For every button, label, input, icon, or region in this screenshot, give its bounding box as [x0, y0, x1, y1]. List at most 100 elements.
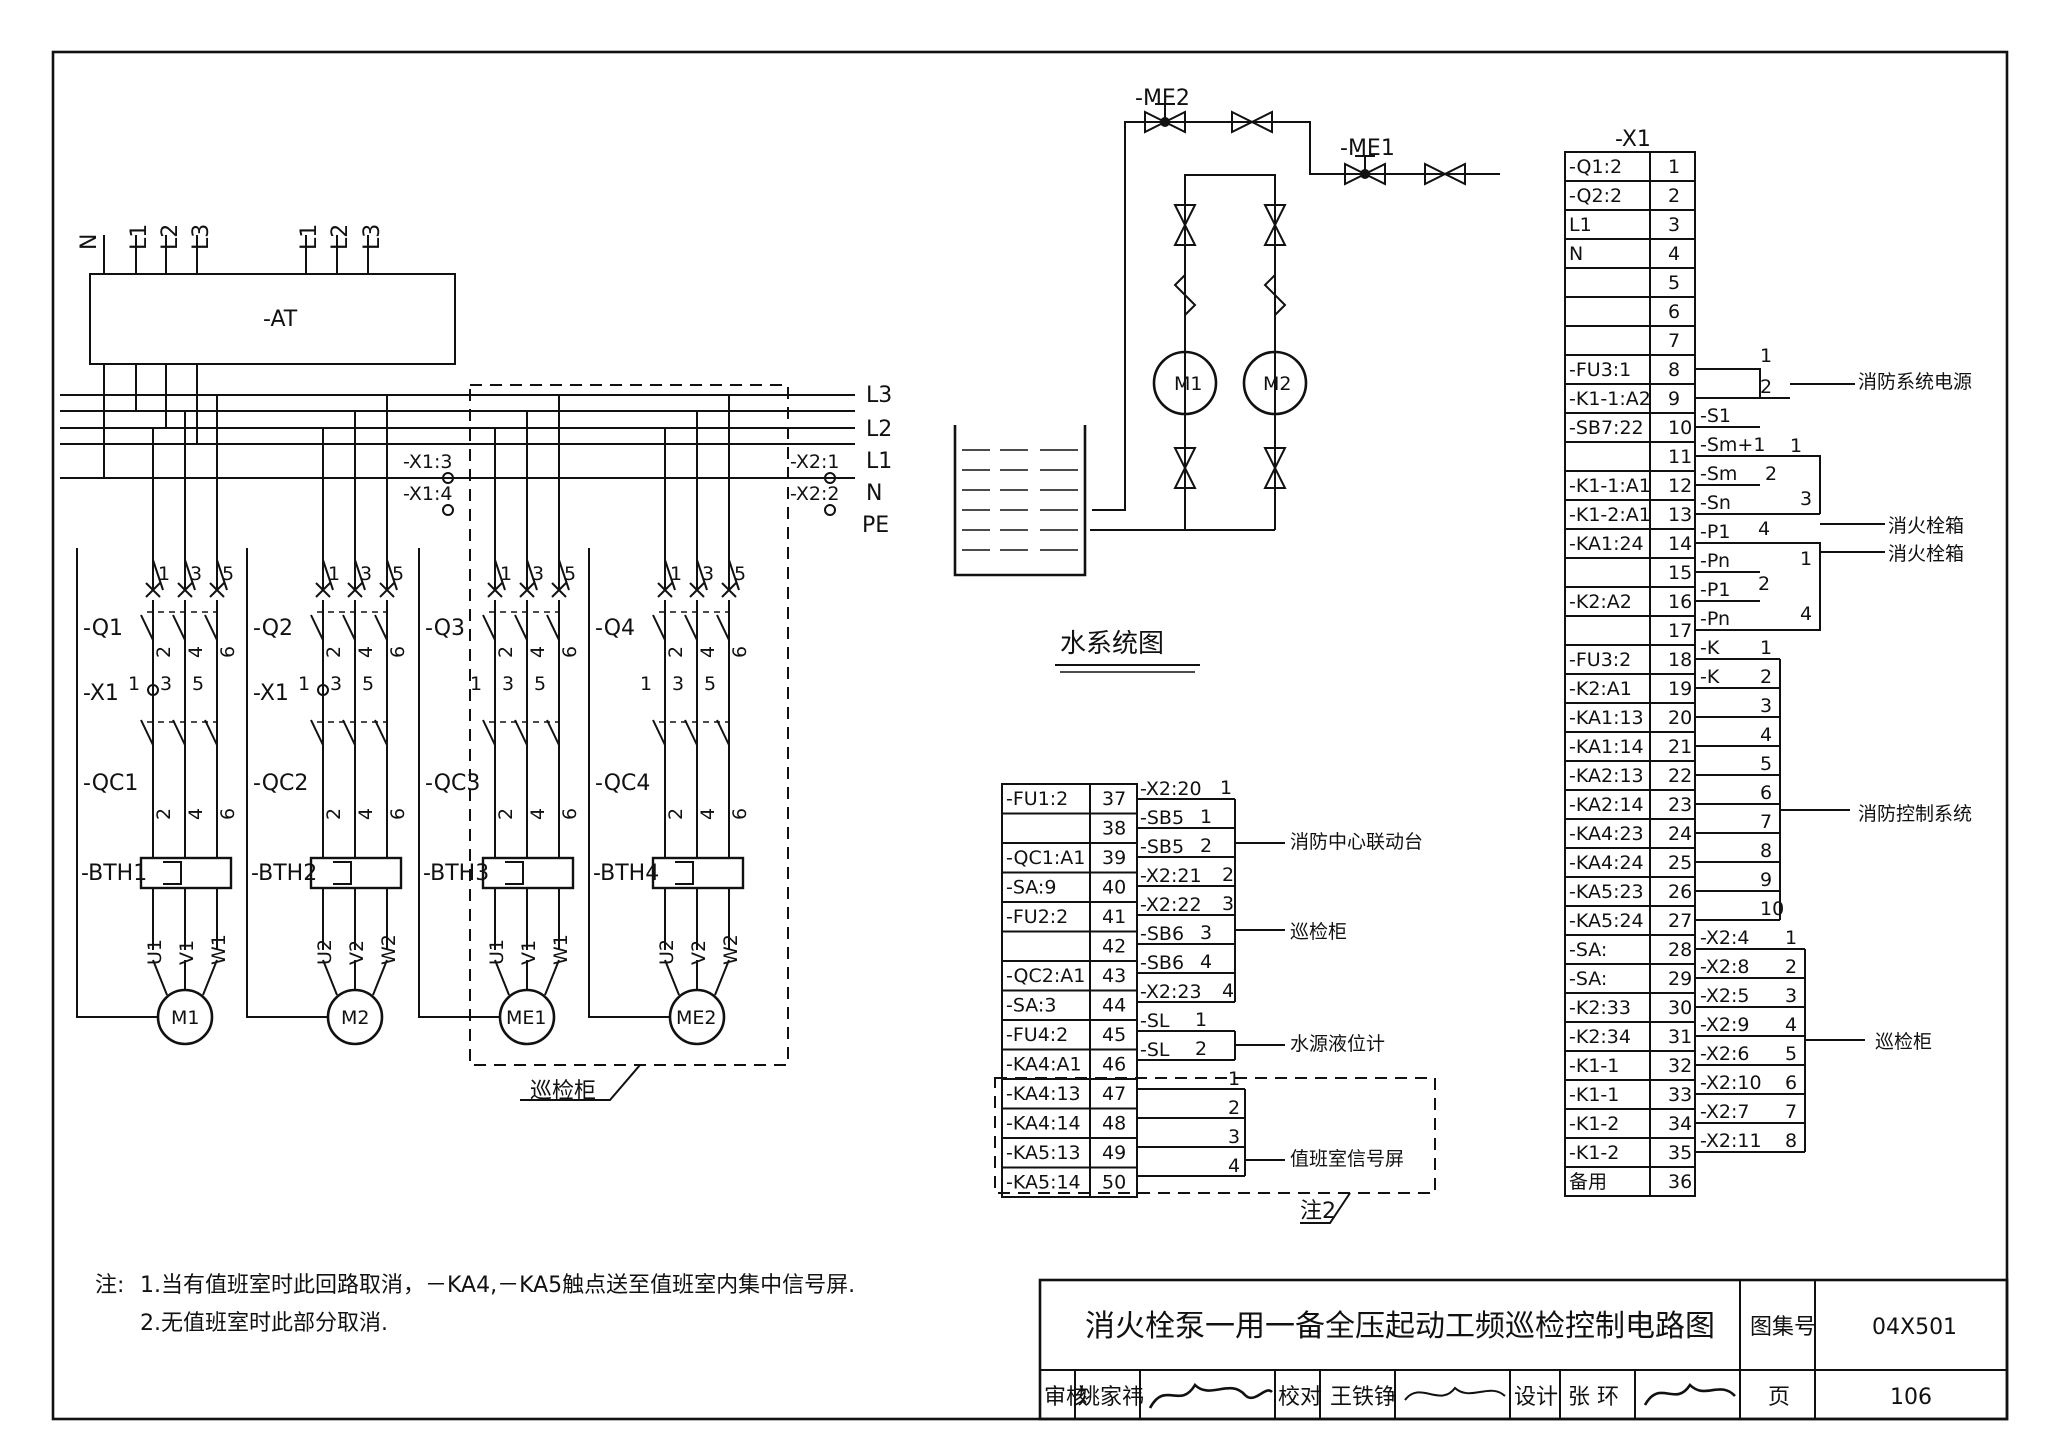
x2-row-label: -QC2:A1: [1006, 965, 1085, 987]
pin-bottom-contactor: 4: [697, 808, 719, 820]
x1-row-num: 34: [1668, 1113, 1692, 1135]
valve-symbol: [1263, 447, 1287, 489]
valve-body: [1263, 447, 1287, 489]
pin-top-contactor: 5: [192, 673, 204, 695]
x1-row-num: 26: [1668, 881, 1692, 903]
breaker-contact: [177, 559, 196, 598]
pin-top-contactor: 5: [362, 673, 374, 695]
x2-row-label: -QC1:A1: [1006, 847, 1085, 869]
pin-bottom-contactor: 2: [665, 808, 687, 820]
dest-fire-control: 消防控制系统: [1858, 803, 1972, 825]
link-num: 2: [1785, 956, 1797, 978]
x2-link-num: 2: [1222, 864, 1234, 886]
x2-link-label: -SB6: [1140, 923, 1184, 945]
contactor-pole: [716, 640, 730, 746]
pe-wire: [588, 548, 670, 1018]
x1-row-label: -K2:33: [1569, 997, 1631, 1019]
terminal-label: -X1: [83, 681, 119, 706]
link-num: 4: [1785, 1014, 1797, 1036]
x2-row: 38: [1001, 812, 1138, 844]
link-num: 8: [1760, 840, 1772, 862]
x1-row-num: 1: [1668, 156, 1680, 178]
x2-link-label: -SB5: [1140, 836, 1184, 858]
note-line-1: 1.当有值班室时此回路取消，－KA4,－KA5触点送至值班室内集中信号屏.: [140, 1273, 855, 1298]
pin-bottom-contactor: 4: [355, 808, 377, 820]
pump-m2-label: M2: [1263, 373, 1291, 395]
breaker-contact: [657, 559, 676, 598]
x1-row-num: 23: [1668, 794, 1692, 816]
thermal-relay-element: [163, 861, 182, 885]
breaker-pole: [514, 600, 528, 641]
link-num: 7: [1785, 1101, 1797, 1123]
x2-row: 42: [1001, 930, 1138, 962]
pin-top-contactor: 5: [534, 673, 546, 695]
pin-top: 5: [734, 563, 746, 585]
x2-brackets: [1234, 799, 1285, 1060]
breaker-label: -Q3: [425, 616, 465, 641]
x1-row-num: 21: [1668, 736, 1692, 758]
dest-patrol-x1: 巡检柜: [1875, 1031, 1932, 1053]
motor-leads: [152, 959, 218, 996]
x1-row-num: 33: [1668, 1084, 1692, 1106]
pump-m1: [1152, 350, 1218, 416]
pin-top-contactor: 3: [672, 673, 684, 695]
hydrant-link-label: -Pn: [1700, 550, 1730, 572]
breaker-label: -Q1: [83, 616, 123, 641]
pin-bottom-contactor: 6: [217, 808, 239, 820]
patrol-link-label: -X2:11: [1700, 1130, 1762, 1152]
pin-bottom: 2: [495, 646, 517, 658]
x1-row: 11: [1564, 441, 1696, 472]
phase-label: U2: [314, 939, 336, 965]
x1-row-label: -K1-1:A2: [1569, 388, 1651, 410]
breaker-contact: [209, 559, 228, 598]
pin-bottom: 4: [355, 646, 377, 658]
link-num: 2: [1760, 376, 1772, 398]
pin-top-contactor: 3: [502, 673, 514, 695]
link-num: 2: [1760, 666, 1772, 688]
supply-label-l3: L3: [189, 224, 214, 250]
pin-bottom-contactor: 6: [387, 808, 409, 820]
x2-link-num: 2: [1195, 1038, 1207, 1060]
link-num: 7: [1760, 811, 1772, 833]
x2-row-label: -FU1:2: [1006, 788, 1068, 810]
phase-label: V1: [518, 940, 540, 965]
checker-name: 王铁铮: [1330, 1385, 1396, 1410]
dest-fire-power: 消防系统电源: [1858, 371, 1972, 393]
x1-row-label: -KA2:14: [1569, 794, 1644, 816]
pin-bottom: 2: [665, 646, 687, 658]
x1-row-label: -Q2:2: [1569, 185, 1622, 207]
phase-label: W1: [208, 934, 230, 965]
checker-signature: [1404, 1386, 1506, 1401]
x1-row: 6: [1564, 296, 1696, 327]
x1-row-num: 10: [1668, 417, 1692, 439]
pin-top-contactor: 1: [470, 673, 482, 695]
at-switch-box: [89, 273, 456, 365]
x2-row-num: 44: [1102, 995, 1126, 1017]
breaker-label: -Q4: [595, 616, 635, 641]
x2-row-num: 38: [1102, 818, 1126, 840]
water-system-title: 水系统图: [1060, 629, 1164, 659]
patrol-bracket: [1804, 949, 1865, 1152]
valve-label-me1: -ME1: [1340, 136, 1395, 161]
hydrant-link-label: -Sm: [1700, 463, 1737, 485]
pin-top-contactor: 1: [128, 673, 140, 695]
contactor-pole: [684, 640, 698, 746]
thermal-relay-element: [505, 861, 524, 885]
motor-leads: [494, 959, 560, 996]
x2-row-label: -SA:3: [1006, 995, 1056, 1017]
x2-link-num: 3: [1222, 893, 1234, 915]
at-outputs: [103, 364, 198, 478]
